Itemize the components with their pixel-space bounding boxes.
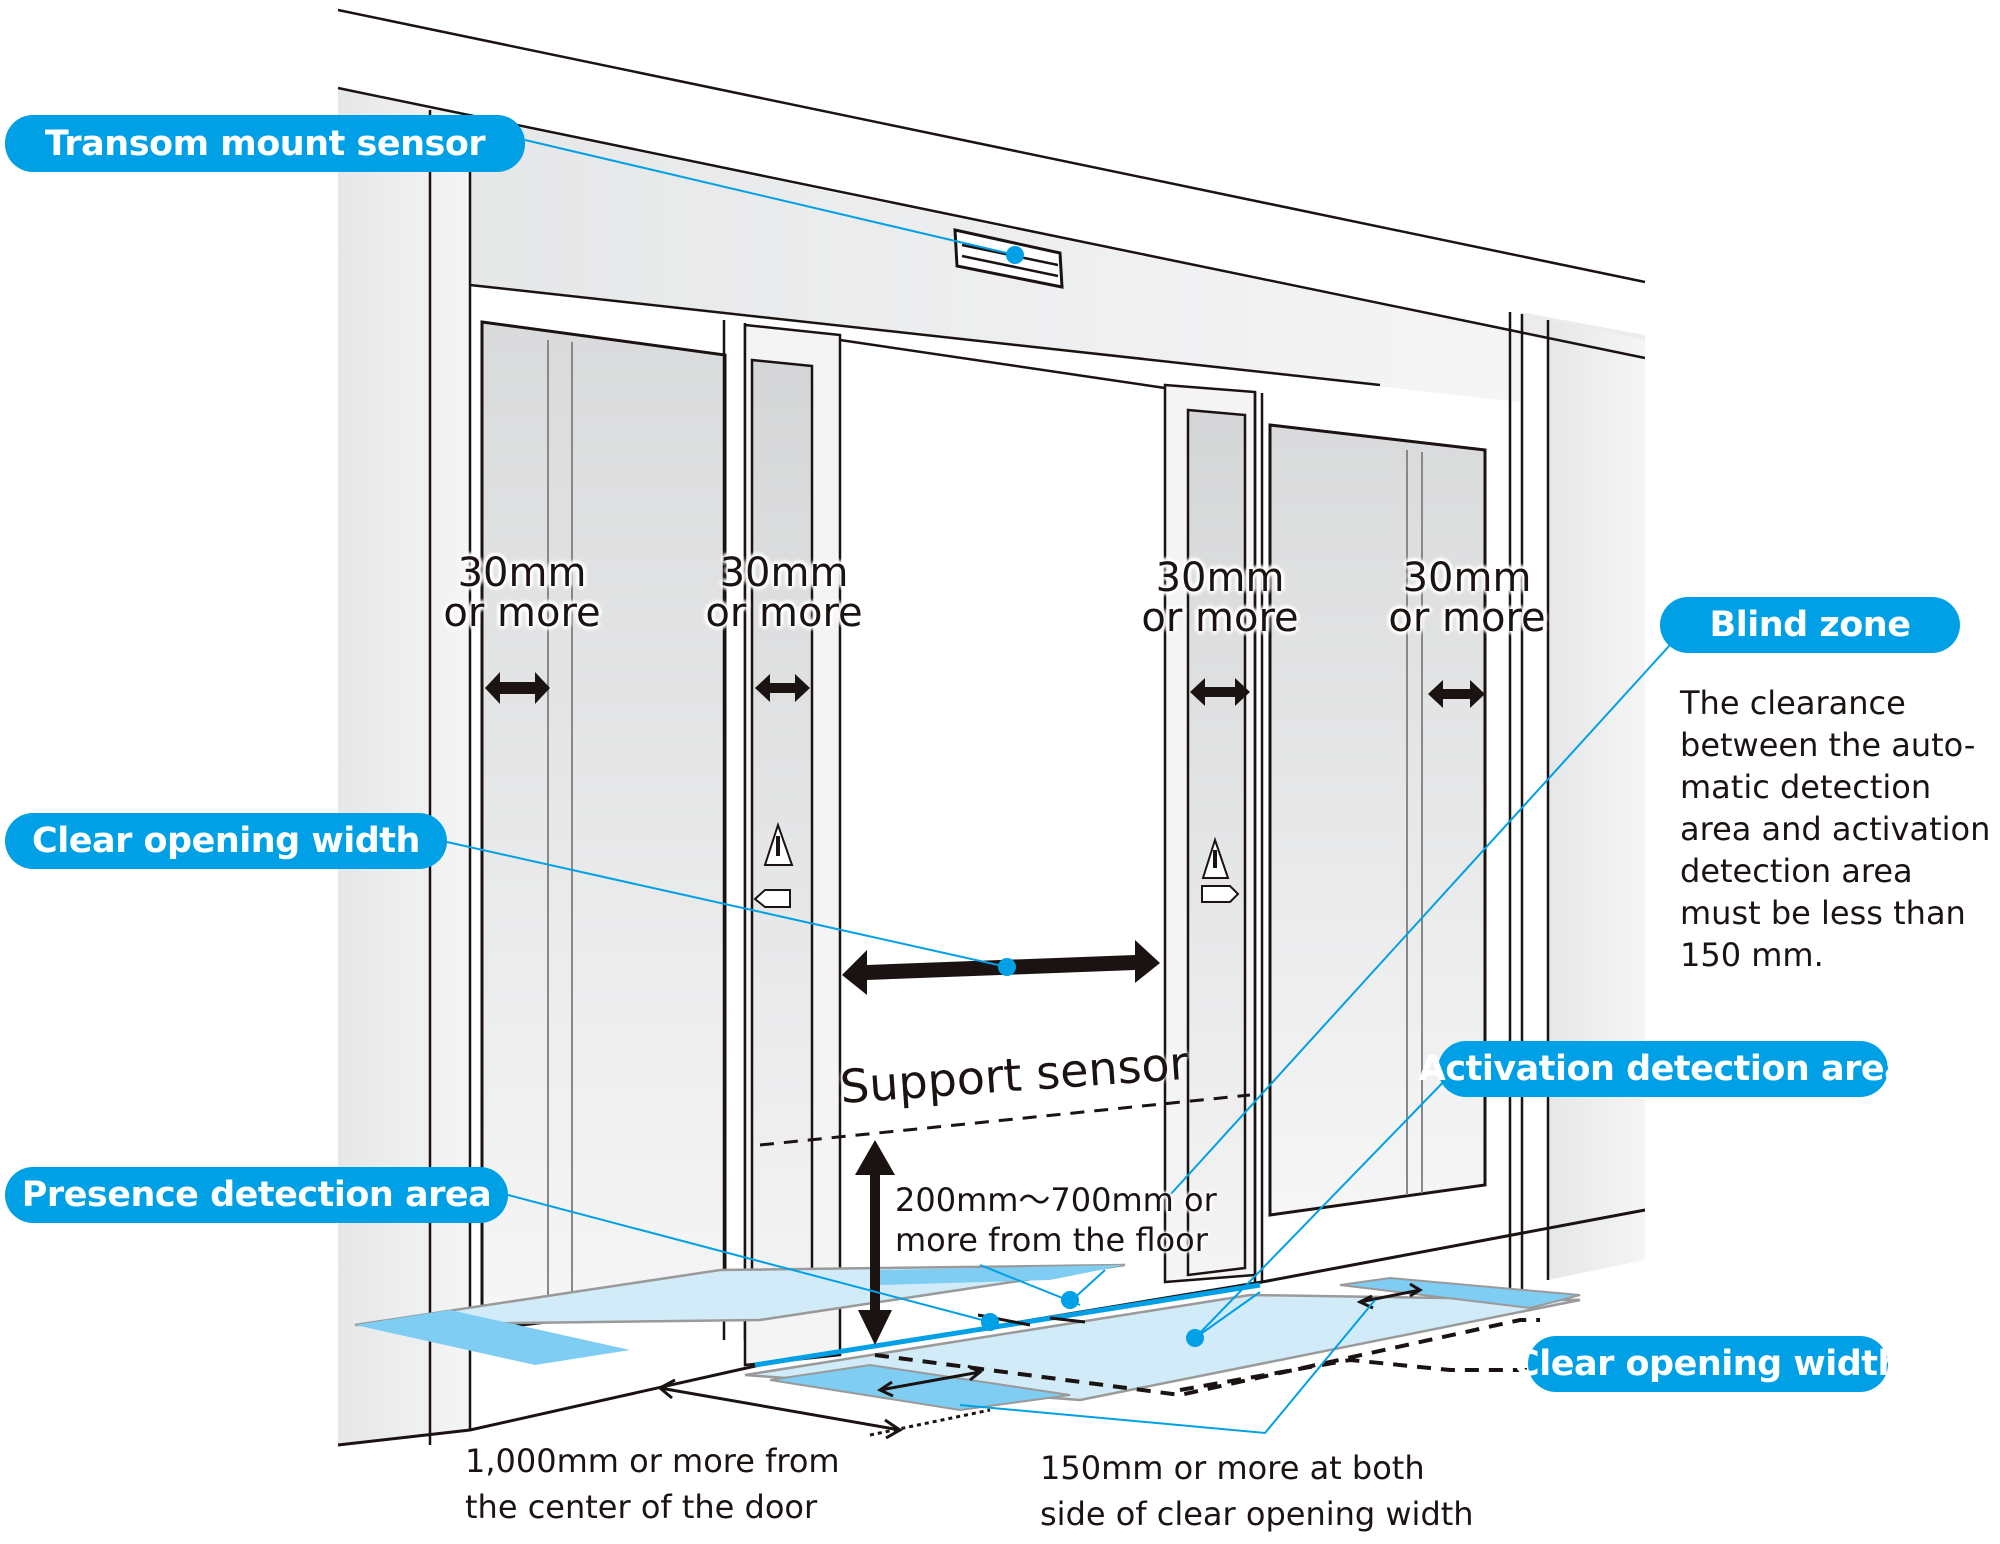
- blind-zone-label: Blind zone: [1660, 597, 1960, 653]
- caution-sign-icon: [763, 821, 794, 866]
- auto-door-sign-icon: [753, 889, 791, 908]
- gap-dimension-label: 30mm or more: [443, 550, 601, 636]
- sliding-door-left: [743, 323, 842, 1367]
- sliding-door-right: [1163, 383, 1257, 1284]
- transom-bottom-line: [469, 283, 1381, 387]
- transom-mount-sensor-label: Transom mount sensor: [5, 115, 525, 172]
- activation-area-dark-left: [769, 1363, 1071, 1412]
- activation-area-dark-right: [1339, 1276, 1581, 1310]
- dashed-boundary: [1179, 1357, 1540, 1392]
- leader-lines: [446, 139, 1671, 1435]
- gap-dimension-label: 30mm or more: [1388, 555, 1546, 641]
- clear-opening-width-label-left: Clear opening width: [5, 813, 447, 869]
- activation-detection-area-label: Activation detection area: [1419, 1041, 1908, 1097]
- wall-right: [1548, 320, 1645, 1280]
- side-clearance-note: 150mm or more at both side of clear open…: [1040, 1449, 1474, 1533]
- transom-top-line: [337, 86, 1646, 360]
- clear-opening-width-label-right: Clear opening width: [1514, 1336, 1902, 1392]
- caution-sign-icon: [1201, 836, 1230, 879]
- center-distance-note: 1,000mm or more from the center of the d…: [465, 1442, 840, 1526]
- presence-detection-area-label: Presence detection area: [5, 1167, 508, 1223]
- dashed-boundary: [874, 1318, 1540, 1398]
- dashed-boundary: [759, 1093, 1251, 1147]
- fixed-panel-left: [480, 320, 727, 1332]
- threshold-blue-line: [754, 1282, 1261, 1368]
- leader-dots: [981, 246, 1204, 1347]
- wall-left: [338, 88, 470, 1445]
- support-height-note: 200mm〜700mm or more from the floor: [895, 1181, 1217, 1259]
- blind-zone-description: The clearance between the auto- matic de…: [1680, 684, 1991, 974]
- auto-door-sign-icon: [1201, 885, 1240, 903]
- height-arrow: [855, 1140, 895, 1345]
- gap-dimension-label: 30mm or more: [1141, 555, 1299, 641]
- presence-area-left-dark: [355, 1310, 630, 1365]
- gap-dimension-label: 30mm or more: [705, 550, 863, 636]
- fixed-panel-right: [1268, 423, 1487, 1217]
- door-header-line: [839, 338, 1166, 390]
- gap-arrows: [485, 672, 1485, 708]
- distance-arrow-1000mm: [657, 1378, 903, 1440]
- ceiling-line: [337, 8, 1646, 284]
